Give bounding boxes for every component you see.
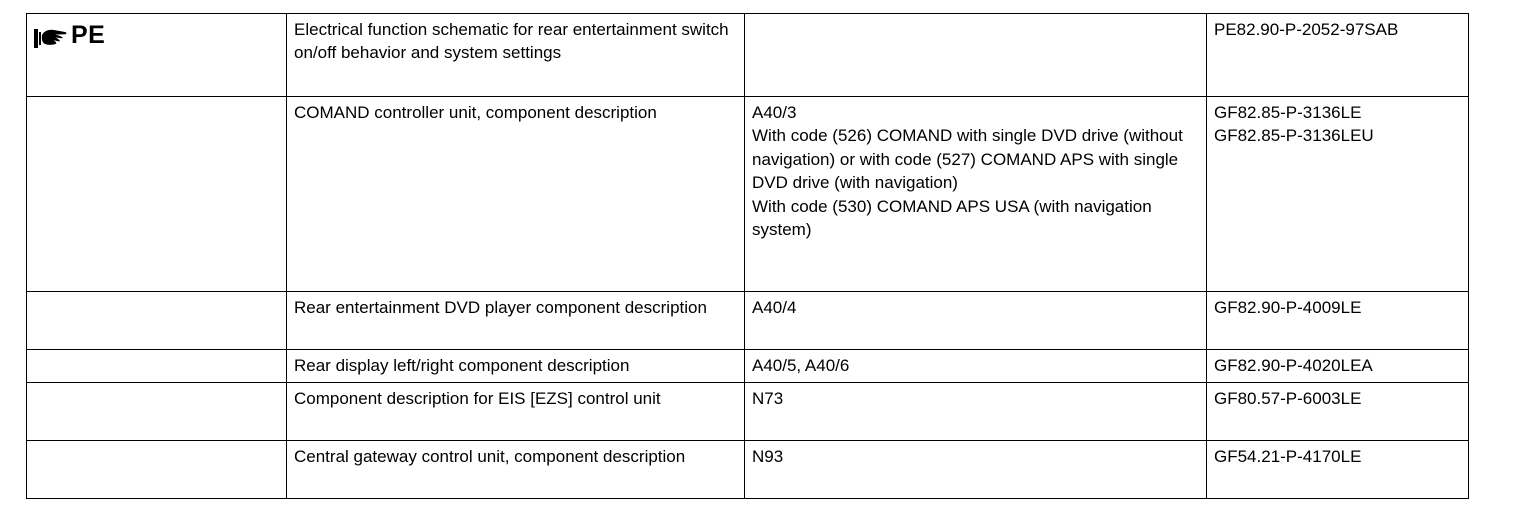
row-description-cell: Component description for EIS [EZS] cont…	[286, 382, 745, 442]
description-text: COMAND controller unit, component descri…	[294, 103, 657, 122]
description-text: Rear entertainment DVD player component …	[294, 298, 707, 317]
document-number-text[interactable]: PE82.90-P-2052-97SAB	[1214, 20, 1399, 39]
document-number-text[interactable]: GF82.90-P-4009LE	[1214, 298, 1362, 317]
row-description-cell: Electrical function schematic for rear e…	[286, 13, 745, 97]
row-marker-cell	[26, 382, 287, 442]
component-text: A40/5, A40/6	[752, 356, 850, 375]
row-marker-cell	[26, 291, 287, 350]
document-number-text[interactable]: GF82.85-P-3136LE	[1214, 103, 1362, 122]
description-text: Component description for EIS [EZS] cont…	[294, 389, 661, 409]
row-document-number-cell: GF82.90-P-4009LE	[1206, 291, 1469, 350]
document-number-extra-text[interactable]: GF82.85-P-3136LEU	[1214, 126, 1374, 146]
row-description-cell: Central gateway control unit, component …	[286, 440, 745, 500]
component-text: N93	[752, 447, 784, 467]
description-text: Rear display left/right component descri…	[294, 356, 630, 375]
row-document-number-cell: GF82.90-P-4020LEA	[1206, 348, 1469, 384]
component-text: N73	[752, 389, 784, 409]
row-document-number-cell: GF82.85-P-3136LE GF82.85-P-3136LEU	[1206, 96, 1469, 292]
component-extra-text: With code (530) COMAND APS USA (with nav…	[752, 196, 1152, 240]
row-document-number-cell: PE82.90-P-2052-97SAB	[1206, 13, 1469, 97]
table-row: Central gateway control unit, component …	[26, 440, 1469, 500]
row-marker-cell	[26, 348, 287, 384]
component-note-text: With code (526) COMAND with single DVD d…	[752, 126, 1183, 193]
row-component-cell: A40/5, A40/6	[744, 348, 1207, 384]
table-row: PE Electrical function schematic for rea…	[26, 13, 1469, 97]
component-text: A40/4	[752, 298, 797, 317]
row-component-cell: A40/4	[744, 291, 1207, 350]
row-description-cell: COMAND controller unit, component descri…	[286, 96, 745, 292]
pointing-hand-icon	[34, 28, 68, 56]
row-document-number-cell: GF54.21-P-4170LE	[1206, 440, 1469, 500]
document-number-text[interactable]: GF82.90-P-4020LEA	[1214, 356, 1373, 375]
document-table-container: PE Electrical function schematic for rea…	[26, 13, 1469, 500]
row-marker-label: PE	[71, 21, 106, 49]
document-number-text[interactable]: GF80.57-P-6003LE	[1214, 389, 1362, 409]
row-marker-cell: PE	[26, 13, 287, 97]
row-component-cell: N93	[744, 440, 1207, 500]
row-component-cell: N73	[744, 382, 1207, 442]
description-text: Central gateway control unit, component …	[294, 447, 686, 467]
row-description-cell: Rear display left/right component descri…	[286, 348, 745, 384]
row-component-cell	[744, 13, 1207, 97]
table-row: Component description for EIS [EZS] cont…	[26, 382, 1469, 442]
reference-document-table: PE Electrical function schematic for rea…	[26, 13, 1469, 500]
component-text: A40/3	[752, 103, 797, 122]
row-description-cell: Rear entertainment DVD player component …	[286, 291, 745, 350]
table-row: Rear display left/right component descri…	[26, 348, 1469, 384]
document-number-text[interactable]: GF54.21-P-4170LE	[1214, 447, 1362, 467]
table-row: Rear entertainment DVD player component …	[26, 291, 1469, 350]
table-row: COMAND controller unit, component descri…	[26, 96, 1469, 292]
row-marker-cell	[26, 96, 287, 292]
row-component-cell: A40/3 With code (526) COMAND with single…	[744, 96, 1207, 292]
row-marker-cell	[26, 440, 287, 500]
description-text: Electrical function schematic for rear e…	[294, 20, 729, 63]
row-document-number-cell: GF80.57-P-6003LE	[1206, 382, 1469, 442]
